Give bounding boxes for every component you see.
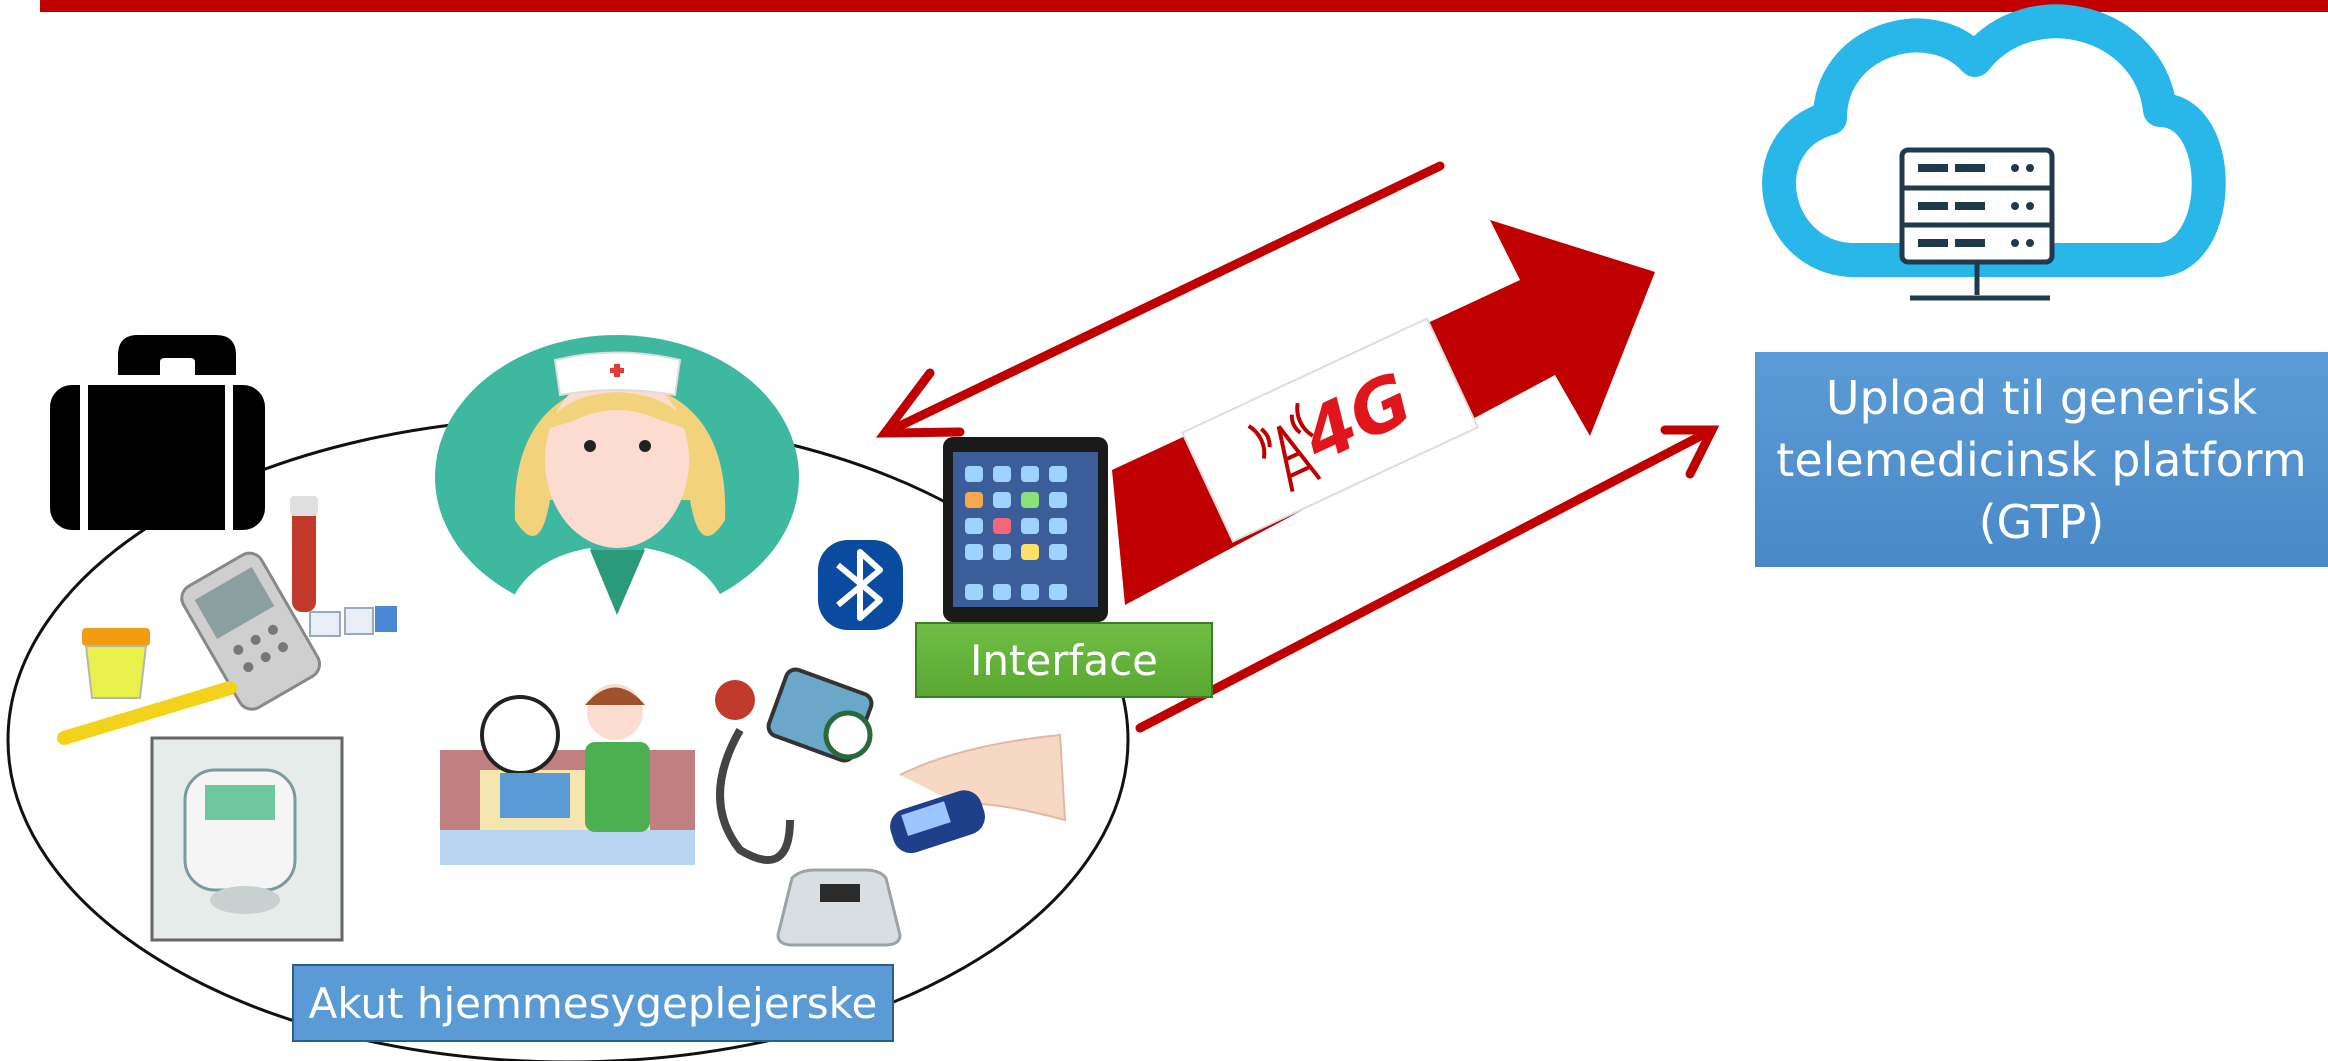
download-arrow	[875, 161, 1445, 438]
interface-label: Interface	[915, 622, 1213, 698]
gtp-label-line-2: telemedicinsk platform	[1776, 432, 2307, 487]
gtp-label-line-1: Upload til generisk	[1825, 370, 2258, 425]
blood-pressure-monitor	[715, 667, 874, 864]
patient-care-scene	[440, 684, 695, 865]
cell-tower-icon	[1247, 402, 1322, 493]
weight-scale	[776, 868, 902, 947]
thermometer	[57, 681, 237, 745]
pulse-oximeter	[890, 733, 1067, 854]
gtp-label-line-3: (GTP)	[1978, 494, 2105, 549]
test-strips	[309, 606, 397, 637]
upload-4g-arrow: 4G	[1112, 220, 1655, 605]
cloud-server-icon	[1762, 4, 2226, 301]
handheld-analyzer	[180, 551, 322, 711]
upload-arrow	[1135, 425, 1720, 733]
nurse-avatar-icon	[435, 335, 799, 619]
gtp-upload-label: Upload til generisk telemedicinsk platfo…	[1755, 352, 2328, 567]
urine-cup	[82, 628, 150, 699]
top-bar	[40, 0, 2328, 12]
ultrasound-device-photo	[150, 736, 344, 942]
nurse-label: Akut hjemmesygeplejerske	[292, 964, 894, 1042]
briefcase-icon	[50, 335, 265, 530]
4g-badge	[1180, 317, 1480, 543]
blood-sample-tube	[290, 496, 318, 612]
bluetooth-icon	[818, 540, 903, 630]
tablet-icon	[943, 437, 1108, 622]
